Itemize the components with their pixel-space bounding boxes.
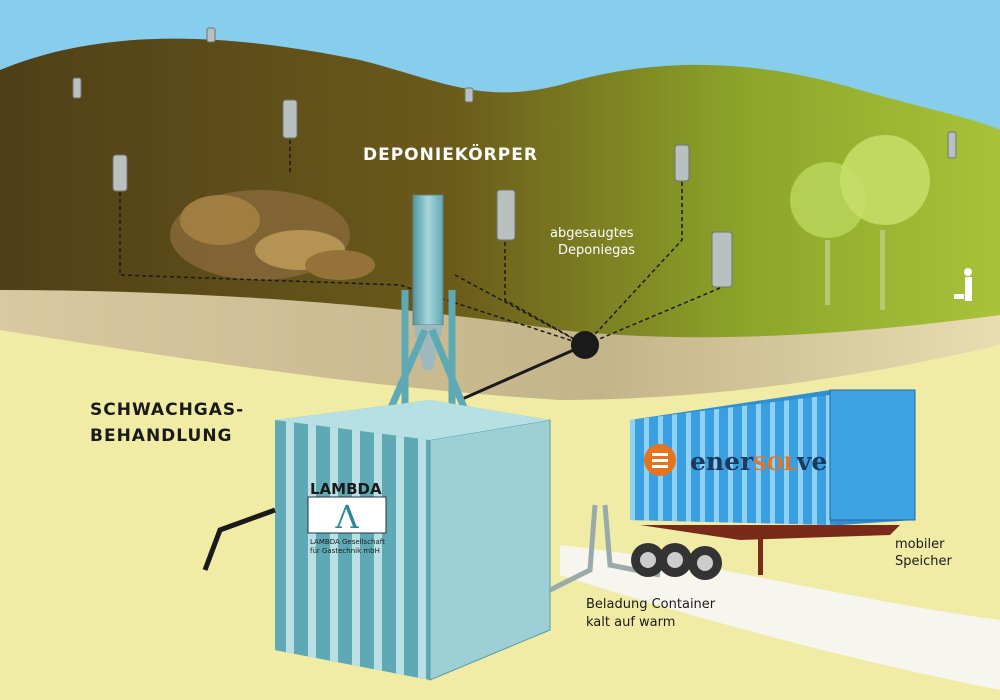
gas-well: [206, 27, 216, 43]
label-loading-2: kalt auf warm: [586, 615, 675, 630]
gas-well: [112, 154, 128, 192]
gas-wells: [72, 27, 957, 288]
road: [560, 545, 1000, 690]
gas-pipes: [119, 140, 721, 346]
lambda-logo-symbol: Λ: [334, 498, 359, 536]
label-storage-1: mobiler: [895, 537, 945, 552]
gas-well: [464, 87, 474, 103]
lambda-brand: LAMBDA: [310, 480, 382, 498]
label-landfill-body: DEPONIEKÖRPER: [363, 143, 538, 165]
trees: [790, 135, 930, 310]
label-treatment-1: SCHWACHGAS-: [90, 400, 244, 420]
hose-left: [202, 507, 276, 571]
lambda-company-line-1: LAMBDA Gesellschaft: [310, 538, 385, 546]
main-gas-pipe: [459, 343, 586, 402]
label-loading-1: Beladung Container: [586, 597, 716, 612]
person-with-dog-icon: [954, 268, 972, 301]
label-treatment-2: BEHANDLUNG: [90, 426, 233, 446]
enersolve-trailer: enerSOLve: [630, 389, 916, 580]
enersolve-brand: enerSOLve: [690, 447, 827, 476]
gas-well: [496, 189, 516, 241]
label-storage-2: Speicher: [895, 554, 952, 569]
flare-tower: [386, 194, 469, 412]
gas-well: [282, 99, 298, 139]
gas-well: [711, 231, 733, 288]
waste-pile: [170, 190, 375, 280]
lambda-container: LAMBDA Λ LAMBDA Gesellschaft für Gastech…: [275, 400, 551, 681]
label-extracted-gas-1: abgesaugtes: [550, 226, 634, 241]
gas-well: [947, 131, 957, 159]
label-extracted-gas-2: Deponiegas: [558, 243, 635, 258]
lambda-company-line-2: für Gastechnik mbH: [310, 547, 380, 555]
gas-well: [72, 77, 82, 99]
gas-well: [674, 144, 690, 182]
soil-band: [0, 285, 1000, 400]
